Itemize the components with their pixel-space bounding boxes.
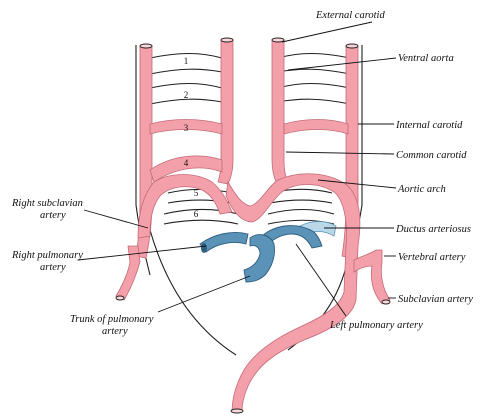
opening-top-3 <box>271 37 285 43</box>
leader-right-subclavian <box>83 209 149 229</box>
pulmonary-trunk-vessel <box>243 234 275 283</box>
leader-trunk-of-pulmonary <box>157 275 251 313</box>
label-vertebral-artery: Vertebral artery <box>398 252 466 263</box>
leader-external-carotid <box>281 21 373 43</box>
opening-top-1 <box>139 43 153 49</box>
arch-number-6: 6 <box>194 209 199 219</box>
label-ductus-arteriosus: Ductus arteriosus <box>395 224 471 235</box>
opening-right-pulmonary <box>201 243 207 253</box>
leader-aortic-arch <box>317 179 397 189</box>
arch-number-4: 4 <box>184 158 189 168</box>
arch-number-2: 2 <box>184 90 189 100</box>
arch-2-outline <box>149 83 351 105</box>
embryonic-arch-outlines <box>135 45 363 356</box>
arch-number-3: 3 <box>184 123 189 133</box>
label-trunk-of-pulmonary-line1: Trunk of pulmonary <box>70 314 154 325</box>
right-arch-sweep <box>137 174 233 239</box>
arch-1-outline <box>149 53 351 75</box>
arch-3-right <box>283 119 349 135</box>
label-trunk-of-pulmonary-line2: artery <box>102 326 128 337</box>
pulmonary-system <box>199 221 337 283</box>
left-pulmonary-vessel <box>261 225 323 249</box>
label-aortic-arch: Aortic arch <box>397 184 446 195</box>
right-pulmonary-vessel <box>199 232 249 253</box>
left-ventral-column <box>271 39 289 185</box>
label-left-pulmonary-artery: Left pulmonary artery <box>329 320 423 331</box>
opening-right-subclavian <box>115 295 125 301</box>
opening-top-2 <box>220 37 234 43</box>
leader-lines <box>77 21 397 317</box>
arch-numbers: 1 2 3 4 5 6 <box>184 56 199 219</box>
label-external-carotid: External carotid <box>315 10 385 21</box>
arch-6-outline <box>163 209 335 225</box>
label-common-carotid: Common carotid <box>396 150 467 161</box>
label-internal-carotid: Internal carotid <box>395 120 463 131</box>
leader-left-pulmonary-artery <box>295 243 347 317</box>
label-right-subclavian-line2: artery <box>40 210 66 221</box>
leader-ventral-aorta <box>287 57 397 71</box>
label-right-subclavian-line1: Right subclavian <box>11 198 83 209</box>
arch-3-left <box>149 119 223 135</box>
subclavian-branch-right <box>353 249 391 305</box>
opening-left-subclavian <box>381 299 391 305</box>
leader-common-carotid <box>285 151 395 155</box>
arch-number-5: 5 <box>194 188 199 198</box>
opening-top-4 <box>345 43 359 49</box>
arch-number-1: 1 <box>184 56 189 66</box>
arterial-system <box>115 39 391 413</box>
arch-5-outline <box>167 188 333 204</box>
subclavian-branch-left <box>115 245 141 301</box>
arch-4-left <box>149 155 223 183</box>
label-ventral-aorta: Ventral aorta <box>398 53 454 64</box>
opening-aorta-bottom <box>230 408 244 414</box>
label-right-pulmonary-line2: artery <box>40 262 66 273</box>
label-right-pulmonary-line1: Right pulmonary <box>11 250 83 261</box>
label-subclavian-artery: Subclavian artery <box>398 294 473 305</box>
labels: External carotid Ventral aorta Internal … <box>11 10 473 337</box>
leader-right-pulmonary <box>77 245 207 261</box>
lower-left-outline <box>149 229 237 356</box>
vessel-openings <box>115 37 391 414</box>
